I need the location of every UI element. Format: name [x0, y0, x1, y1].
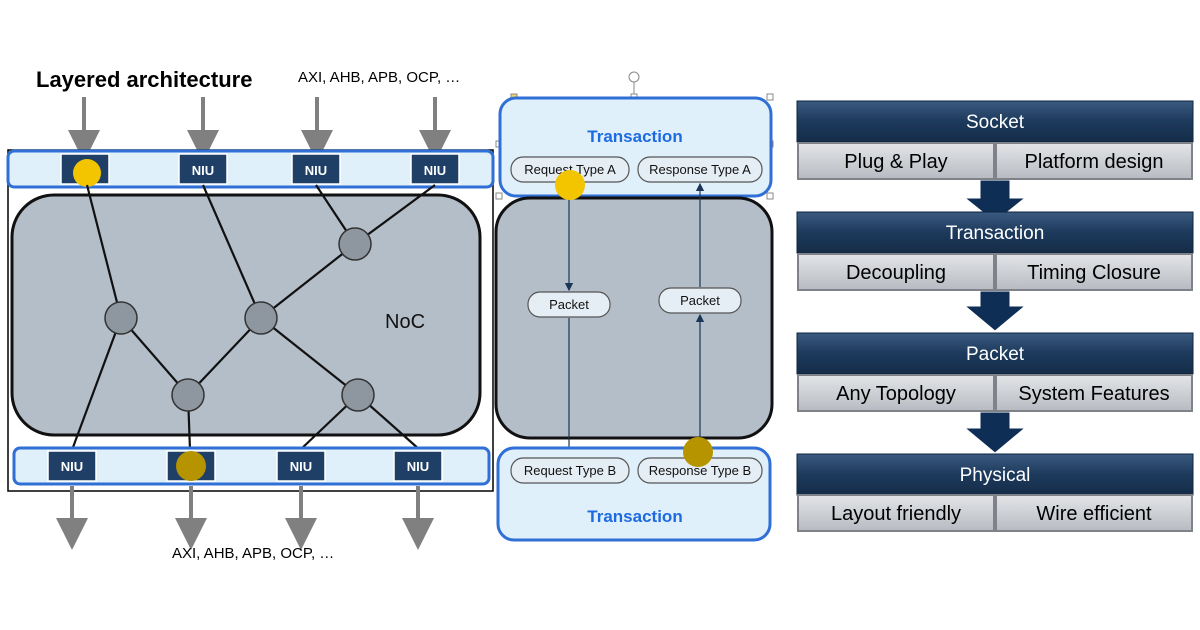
- packet-pill-right: [658, 287, 742, 314]
- layer-transaction: Transaction Decoupling Timing Closure: [796, 211, 1194, 291]
- layer-down-arrows: [963, 179, 1027, 454]
- transaction-title-top: Transaction: [587, 127, 682, 146]
- top-niu-bar: [6, 149, 495, 189]
- bottom-output-arrows: [56, 486, 434, 550]
- top-niu-3: NIU: [291, 153, 341, 185]
- top-niu-4: NIU: [410, 153, 460, 185]
- bottom-niu-4: NIU: [393, 450, 443, 482]
- yellow-marker-dot: [555, 170, 585, 200]
- packet-label-left: Packet: [549, 297, 589, 312]
- response-type-b-label: Response Type B: [649, 463, 751, 478]
- diagram-title: Layered architecture: [36, 67, 252, 92]
- bottom-niu-bar: [12, 446, 491, 486]
- top-protocols-label: AXI, AHB, APB, OCP, …: [298, 69, 460, 86]
- layer-title: Transaction: [946, 223, 1045, 244]
- bottom-niu-1: NIU: [47, 450, 97, 482]
- layer-title: Socket: [966, 112, 1025, 133]
- niu-label: NIU: [407, 459, 429, 474]
- niu-label: NIU: [290, 459, 312, 474]
- request-type-b-pill: [510, 457, 630, 484]
- niu-label: NIU: [424, 163, 446, 178]
- noc-routers: [104, 227, 375, 412]
- layer-socket: Socket Plug & Play Platform design: [796, 100, 1194, 180]
- packet-label-right: Packet: [680, 293, 720, 308]
- transaction-title-bottom: Transaction: [587, 507, 682, 526]
- response-type-a-label: Response Type A: [649, 162, 751, 177]
- gold-marker-dot: [683, 437, 713, 467]
- request-type-b-label: Request Type B: [524, 463, 616, 478]
- layer-packet: Packet Any Topology System Features: [796, 332, 1194, 412]
- gold-marker-dot: [176, 451, 206, 481]
- niu-label: NIU: [192, 163, 214, 178]
- layer-feature-right: Timing Closure: [1027, 262, 1161, 284]
- response-type-a-pill: [637, 156, 763, 183]
- layer-title: Packet: [966, 344, 1025, 365]
- layer-feature-right: Platform design: [1025, 151, 1164, 173]
- noc-label: NoC: [385, 311, 425, 333]
- packet-block: [494, 196, 774, 440]
- layer-stack: Socket Plug & Play Platform design Trans…: [796, 100, 1194, 532]
- niu-label: NIU: [305, 163, 327, 178]
- flow-arrows: [564, 182, 705, 457]
- layer-physical: Physical Layout friendly Wire efficient: [796, 453, 1194, 532]
- top-niu-2: NIU: [178, 153, 228, 185]
- yellow-marker-dot: [73, 159, 101, 187]
- bottom-protocols-label: AXI, AHB, APB, OCP, …: [172, 545, 334, 562]
- niu-label: NIU: [61, 459, 83, 474]
- top-input-arrows: [68, 97, 451, 162]
- layer-feature-left: Layout friendly: [831, 503, 961, 525]
- bottom-niu-3: NIU: [276, 450, 326, 482]
- layer-feature-right: System Features: [1018, 383, 1169, 405]
- packet-pill-left: [527, 291, 611, 318]
- request-type-a-label: Request Type A: [524, 162, 616, 177]
- layer-feature-left: Any Topology: [836, 383, 956, 405]
- layer-title: Physical: [960, 465, 1031, 486]
- layer-feature-left: Decoupling: [846, 262, 946, 284]
- layer-feature-left: Plug & Play: [844, 151, 947, 173]
- layer-feature-right: Wire efficient: [1036, 503, 1152, 525]
